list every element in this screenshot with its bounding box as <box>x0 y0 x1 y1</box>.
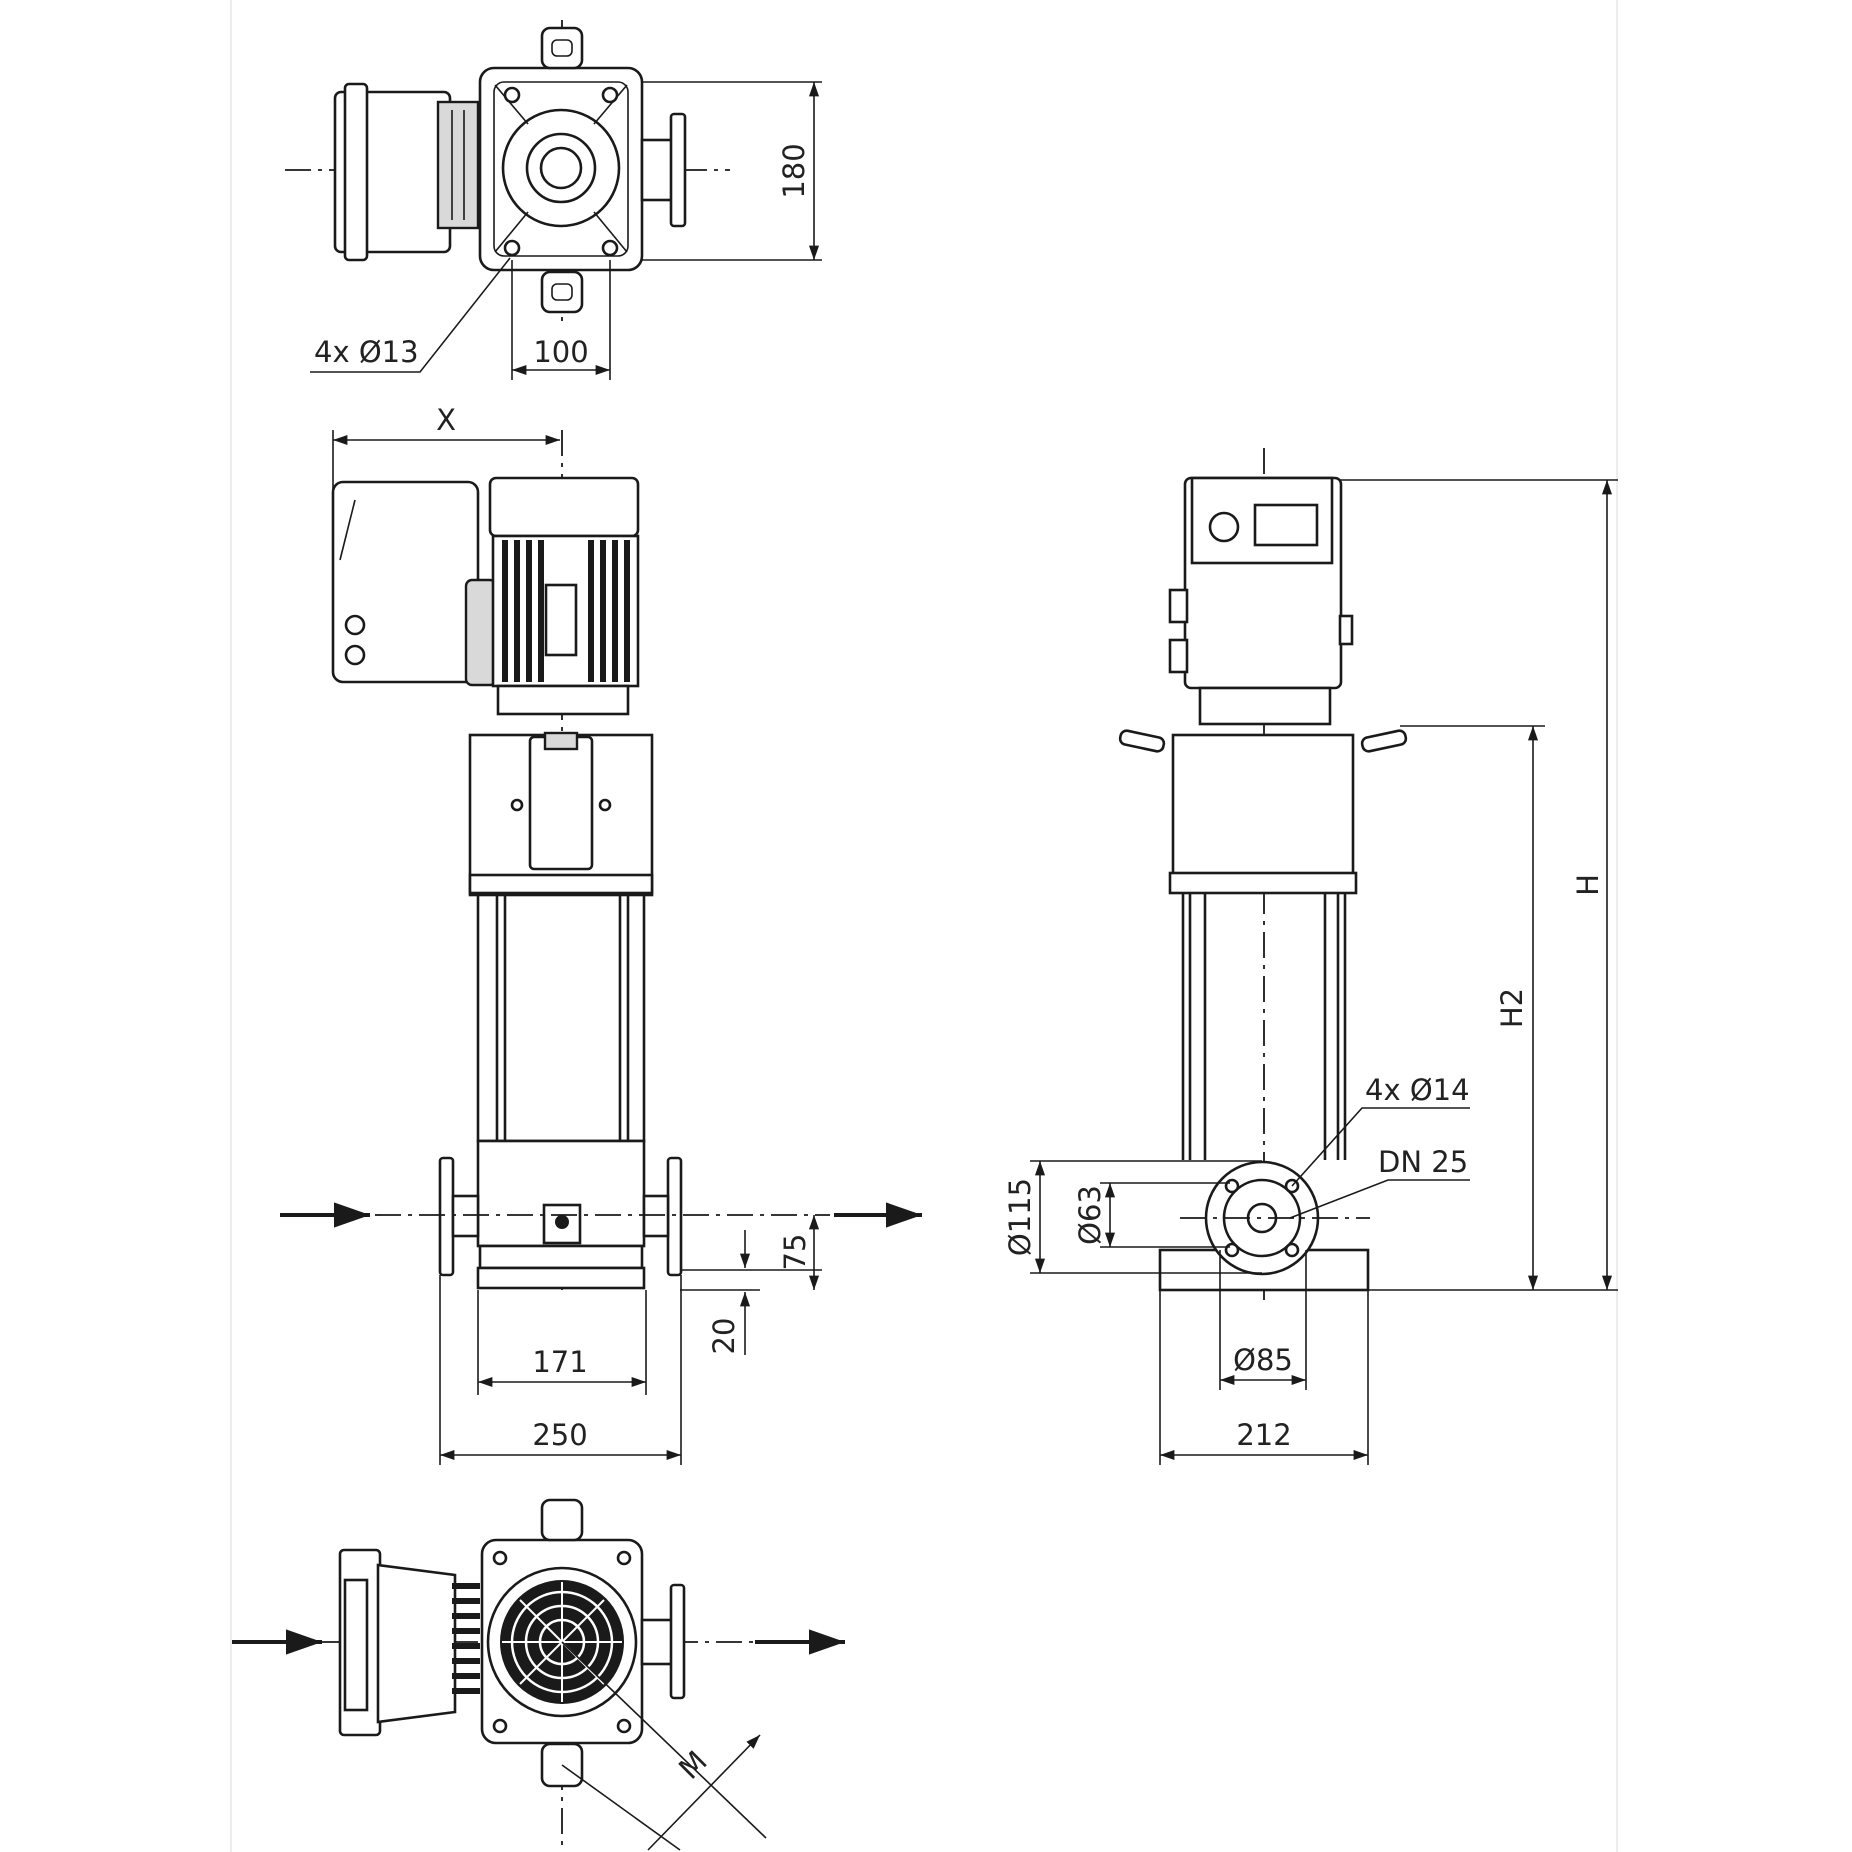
front-view <box>280 430 922 1465</box>
dim-dn: DN 25 <box>1378 1145 1468 1179</box>
bottom-view <box>232 1498 845 1851</box>
dim-foot-holes: 4x Ø14 <box>1365 1073 1470 1107</box>
dim-bolt-circle: Ø85 <box>1233 1343 1293 1377</box>
dim-250: 250 <box>532 1418 587 1452</box>
dim-180: 180 <box>777 143 811 198</box>
top-view <box>285 20 822 380</box>
dim-h2: H2 <box>1495 988 1529 1028</box>
dim-20: 20 <box>707 1318 741 1355</box>
dim-h: H <box>1571 874 1605 896</box>
side-view <box>1030 448 1618 1465</box>
dim-171: 171 <box>532 1345 587 1379</box>
dim-212: 212 <box>1236 1418 1291 1452</box>
bottom-fins <box>452 1583 480 1694</box>
dim-flange-inner: Ø63 <box>1073 1185 1107 1245</box>
dim-flange-outer: Ø115 <box>1003 1178 1037 1256</box>
dim-75: 75 <box>778 1234 812 1271</box>
motor-fins <box>502 540 630 682</box>
dim-x: X <box>436 403 456 437</box>
dim-m: M <box>672 1744 714 1786</box>
dim-100: 100 <box>533 335 588 369</box>
dim-top-holes: 4x Ø13 <box>314 335 419 369</box>
